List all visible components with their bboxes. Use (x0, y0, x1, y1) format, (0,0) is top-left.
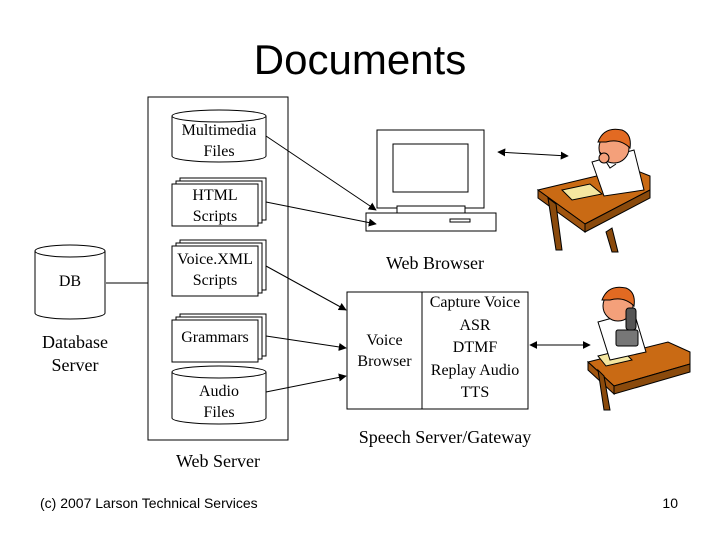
service-tts: TTS (460, 384, 490, 401)
html-scripts-label: HTML Scripts (192, 187, 238, 225)
grammars-docs (171, 313, 267, 363)
arrow-grammars-to-voicebrowser (265, 335, 347, 351)
arrow-audio-to-voicebrowser (265, 373, 347, 393)
voicexml-scripts-label: Voice.XML Scripts (177, 251, 253, 289)
arrow-multimedia-to-browser (265, 135, 377, 211)
database-server-label: Database Server (42, 332, 108, 375)
arrow-html-to-browser (265, 201, 377, 227)
service-dtmf: DTMF (452, 339, 498, 356)
arrow-browser-to-user (497, 148, 569, 160)
audio-files-label: Audio Files (199, 383, 239, 421)
service-capture-voice: Capture Voice (429, 294, 521, 311)
person-at-desk-illustration (536, 128, 651, 253)
voice-browser-label: Voice Browser (357, 332, 412, 370)
grammars-label: Grammars (181, 329, 249, 346)
speech-services-list: Capture Voice ASR DTMF Replay Audio TTS (422, 292, 528, 405)
voice-browser-box (346, 291, 423, 410)
arrow-voicexml-to-voicebrowser (265, 265, 347, 311)
service-replay-audio: Replay Audio (430, 361, 520, 379)
service-asr: ASR (459, 316, 491, 334)
web-browser-label: Web Browser (385, 253, 485, 273)
page-number: 10 (662, 495, 678, 511)
voicexml-scripts-docs (171, 239, 267, 297)
speech-services-box (421, 291, 529, 410)
computer-icon (365, 129, 497, 232)
speech-server-gateway-label: Speech Server/Gateway (358, 427, 532, 447)
web-server-label: Web Server (175, 451, 260, 471)
page-title: Documents (253, 36, 467, 83)
multimedia-files-label: Multimedia Files (181, 122, 257, 160)
html-scripts-docs (171, 177, 267, 227)
caller-with-phone-illustration (586, 286, 691, 411)
db-label: DB (58, 273, 82, 290)
audio-files-cylinder (171, 365, 267, 425)
copyright-footer: (c) 2007 Larson Technical Services (40, 495, 258, 511)
multimedia-files-cylinder (171, 109, 267, 163)
db-cylinder (34, 244, 106, 320)
